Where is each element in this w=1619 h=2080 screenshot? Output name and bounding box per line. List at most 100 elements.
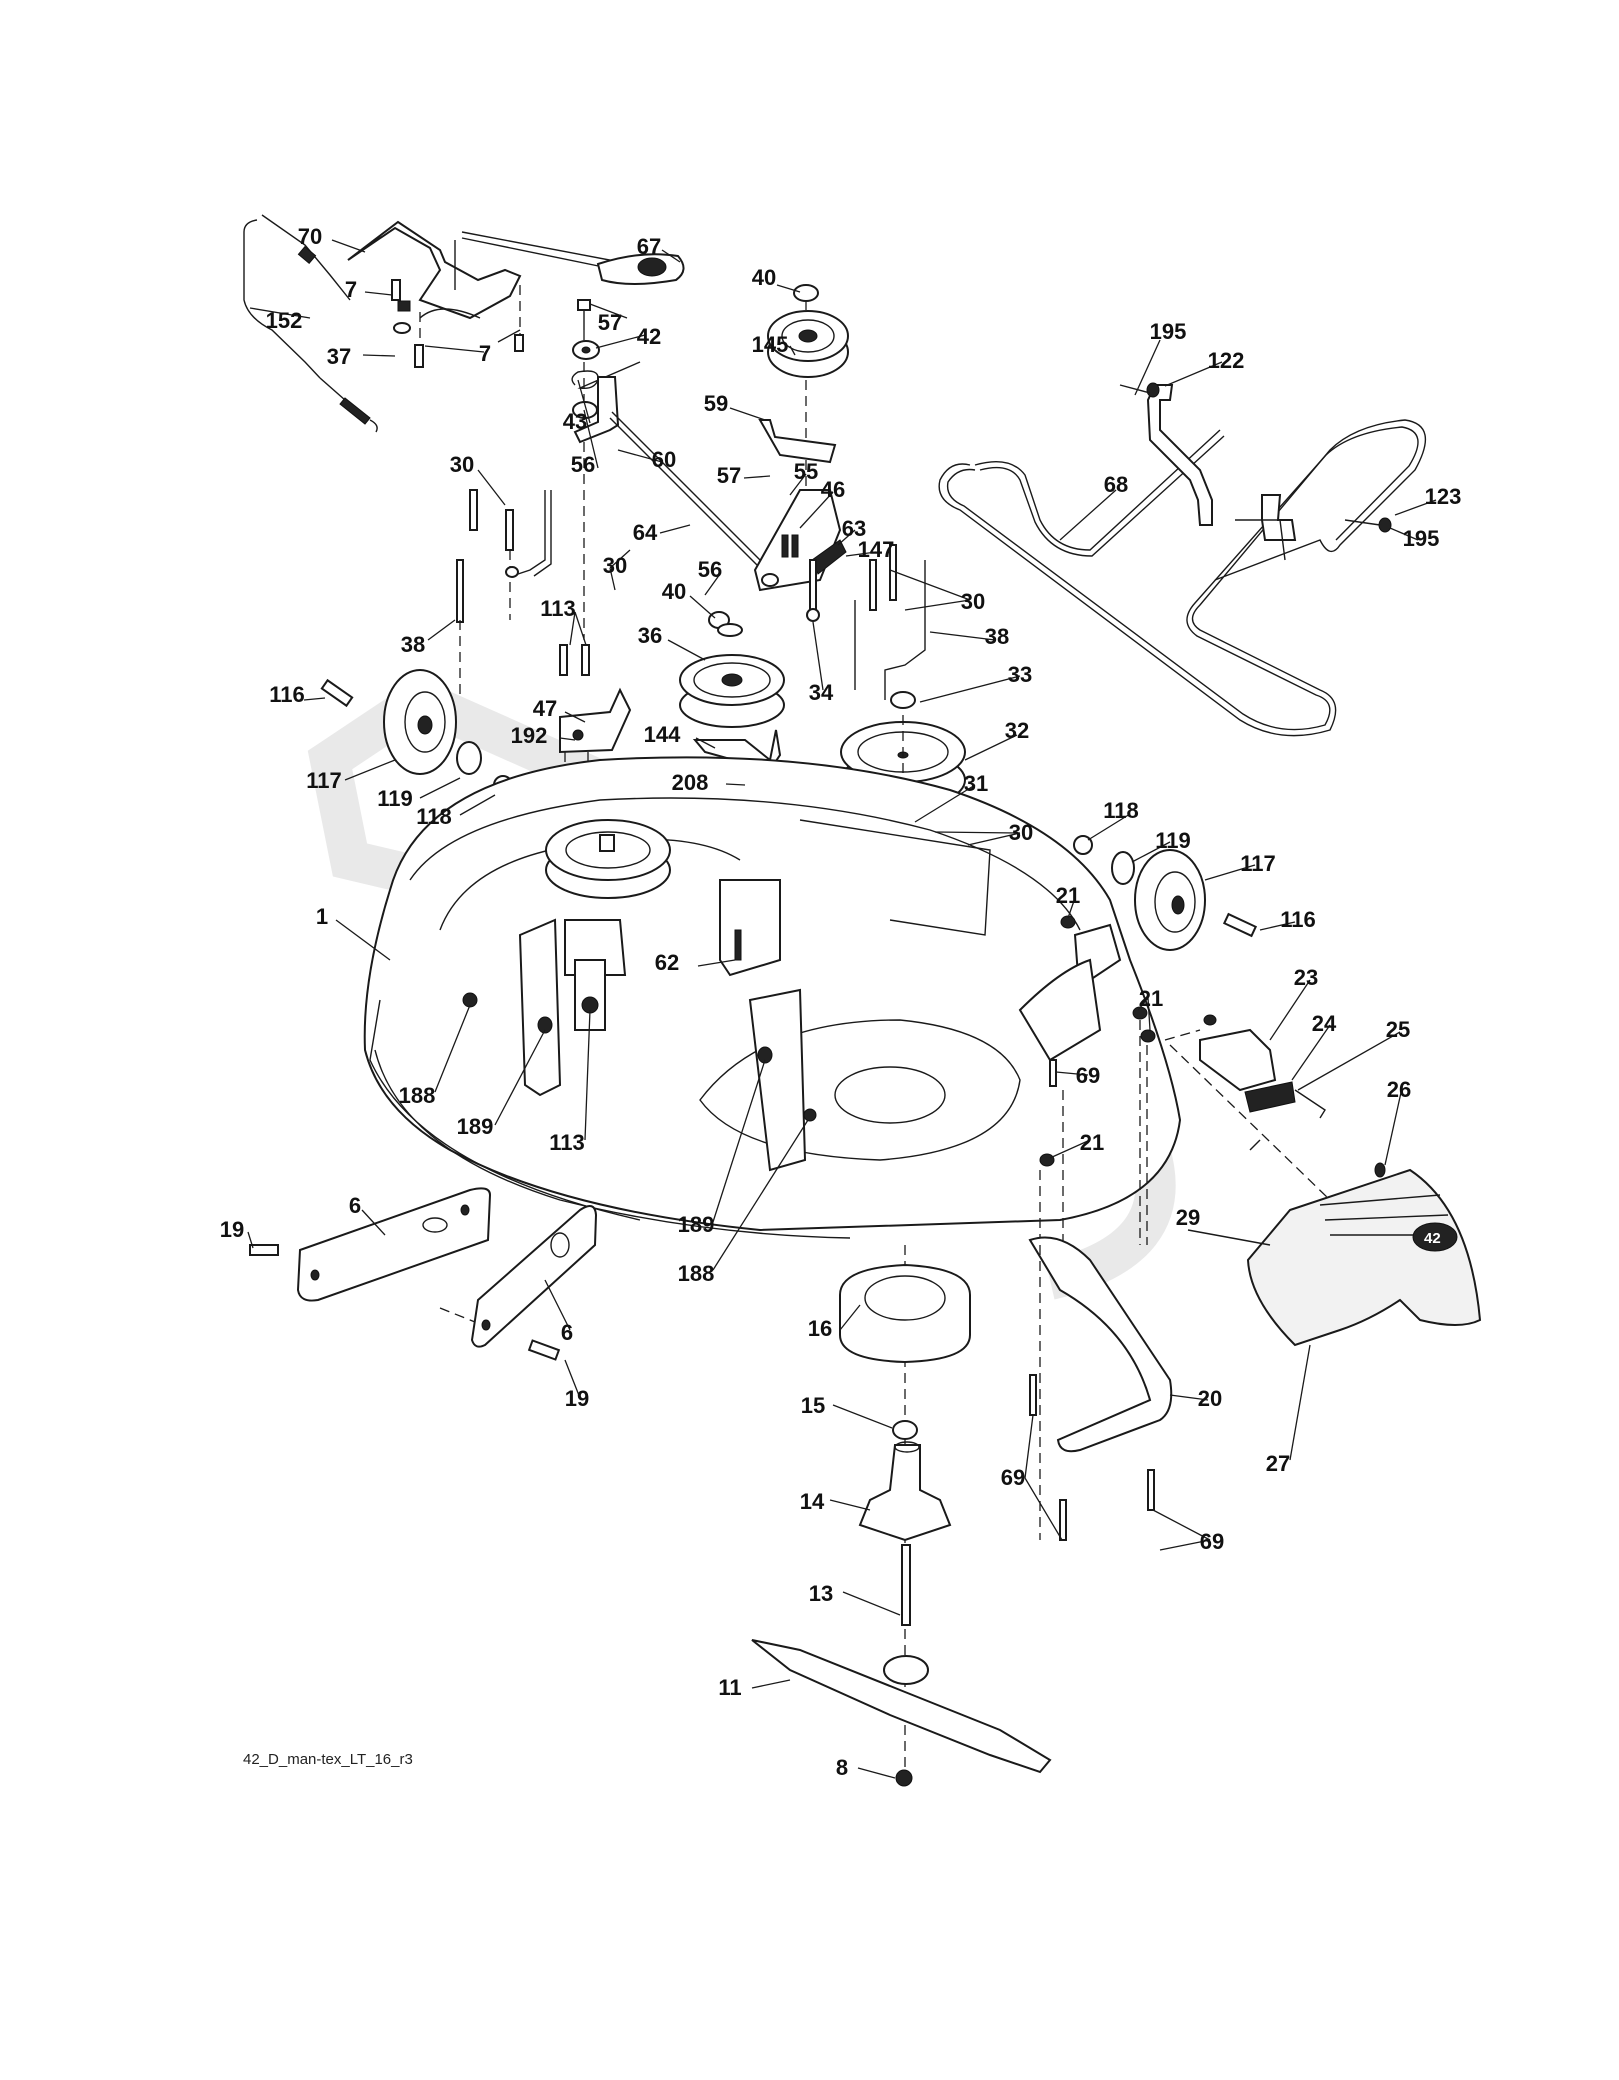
- callout-part-27[interactable]: 27: [1266, 1451, 1290, 1476]
- callout-part-122[interactable]: 122: [1208, 348, 1245, 373]
- discharge-chute: 42: [1187, 1168, 1482, 1347]
- lift-lever-assembly: [347, 220, 627, 368]
- callout-part-47[interactable]: 47: [533, 696, 557, 721]
- callout-part-33[interactable]: 33: [1008, 662, 1032, 687]
- callout-part-113[interactable]: 113: [549, 1130, 585, 1155]
- callout-part-208[interactable]: 208: [672, 770, 709, 795]
- callout-part-21[interactable]: 21: [1139, 986, 1163, 1011]
- callout-part-59[interactable]: 59: [704, 391, 728, 416]
- callout-part-31[interactable]: 31: [964, 771, 988, 796]
- callout-part-21[interactable]: 21: [1080, 1130, 1104, 1155]
- callout-part-30[interactable]: 30: [450, 452, 474, 477]
- callout-part-118[interactable]: 118: [416, 804, 452, 829]
- callout-part-29[interactable]: 29: [1176, 1205, 1200, 1230]
- callout-part-19[interactable]: 19: [565, 1386, 589, 1411]
- callout-part-30[interactable]: 30: [1009, 820, 1033, 845]
- callout-part-60[interactable]: 60: [652, 447, 676, 472]
- callout-part-62[interactable]: 62: [655, 950, 679, 975]
- callout-part-40[interactable]: 40: [752, 265, 776, 290]
- callout-part-117[interactable]: 117: [1240, 851, 1276, 876]
- callout-part-69[interactable]: 69: [1001, 1465, 1025, 1490]
- callout-part-118[interactable]: 118: [1103, 798, 1139, 823]
- callout-part-36[interactable]: 36: [638, 623, 662, 648]
- callout-part-6[interactable]: 6: [561, 1320, 573, 1345]
- drawing-code: 42_D_man-tex_LT_16_r3: [243, 1751, 413, 1768]
- callout-part-32[interactable]: 32: [1005, 718, 1029, 743]
- callout-part-64[interactable]: 64: [633, 520, 658, 545]
- callout-part-113[interactable]: 113: [540, 596, 576, 621]
- callout-part-56[interactable]: 56: [698, 557, 722, 582]
- callout-part-40[interactable]: 40: [662, 579, 686, 604]
- callout-part-69[interactable]: 69: [1200, 1529, 1224, 1554]
- idler-bracket-assembly: [571, 299, 771, 640]
- callout-part-123[interactable]: 123: [1425, 484, 1462, 509]
- callout-part-7[interactable]: 7: [345, 277, 357, 302]
- callout-part-188[interactable]: 188: [399, 1083, 436, 1108]
- callout-part-119[interactable]: 119: [377, 786, 413, 811]
- callout-part-117[interactable]: 117: [306, 768, 342, 793]
- callout-part-16[interactable]: 16: [808, 1316, 832, 1341]
- callout-part-69[interactable]: 69: [1076, 1063, 1100, 1088]
- callout-part-15[interactable]: 15: [801, 1393, 825, 1418]
- callout-part-1[interactable]: 1: [316, 904, 328, 929]
- callout-part-11[interactable]: 11: [718, 1675, 741, 1700]
- cover-67: [596, 253, 685, 285]
- callout-part-30[interactable]: 30: [961, 589, 985, 614]
- callout-part-68[interactable]: 68: [1104, 472, 1128, 497]
- callout-part-37[interactable]: 37: [327, 344, 351, 369]
- callout-part-70[interactable]: 70: [298, 224, 322, 249]
- belt-guides: [1119, 382, 1392, 561]
- callout-part-192[interactable]: 192: [511, 723, 548, 748]
- callout-part-25[interactable]: 25: [1386, 1017, 1410, 1042]
- callout-part-8[interactable]: 8: [836, 1755, 848, 1780]
- right-brackets: [1018, 915, 1331, 1245]
- spindle-stack: [751, 1245, 1052, 1787]
- callout-part-116[interactable]: 116: [269, 682, 305, 707]
- callout-part-145[interactable]: 145: [752, 332, 789, 357]
- idler-arm-bracket: [753, 489, 847, 592]
- callout-part-20[interactable]: 20: [1198, 1386, 1222, 1411]
- callout-part-46[interactable]: 46: [821, 477, 845, 502]
- callout-part-26[interactable]: 26: [1387, 1077, 1411, 1102]
- callout-part-42[interactable]: 42: [637, 324, 661, 349]
- callout-part-67[interactable]: 67: [637, 234, 661, 259]
- callout-part-6[interactable]: 6: [349, 1193, 361, 1218]
- callout-part-13[interactable]: 13: [809, 1581, 833, 1606]
- callout-part-56[interactable]: 56: [571, 452, 595, 477]
- drive-belt-68: [938, 419, 1427, 737]
- callout-part-189[interactable]: 189: [678, 1212, 715, 1237]
- callout-part-24[interactable]: 24: [1312, 1011, 1337, 1036]
- callout-part-116[interactable]: 116: [1280, 907, 1316, 932]
- callout-part-57[interactable]: 57: [717, 463, 741, 488]
- callout-part-55[interactable]: 55: [794, 459, 818, 484]
- callout-part-19[interactable]: 19: [220, 1217, 244, 1242]
- leader-lines: [247, 239, 1437, 1779]
- callout-part-57[interactable]: 57: [598, 310, 622, 335]
- idler-pulley-36: [679, 559, 820, 772]
- callout-part-188[interactable]: 188: [678, 1261, 715, 1286]
- callout-part-63[interactable]: 63: [842, 516, 866, 541]
- gauge-wheel-right: [1073, 835, 1258, 951]
- callout-part-14[interactable]: 14: [800, 1489, 825, 1514]
- spring-25: [1244, 1081, 1386, 1178]
- control-cable: [243, 214, 411, 433]
- callout-part-21[interactable]: 21: [1056, 883, 1080, 908]
- callout-part-30[interactable]: 30: [603, 553, 627, 578]
- callout-part-147[interactable]: 147: [858, 537, 895, 562]
- callout-part-43[interactable]: 43: [563, 409, 587, 434]
- callout-part-195[interactable]: 195: [1403, 526, 1440, 551]
- callout-part-38[interactable]: 38: [985, 624, 1009, 649]
- callout-part-7[interactable]: 7: [479, 341, 491, 366]
- callout-part-195[interactable]: 195: [1150, 319, 1187, 344]
- callout-part-152[interactable]: 152: [266, 308, 303, 333]
- deflector-20: [1028, 1236, 1173, 1541]
- callout-part-34[interactable]: 34: [809, 680, 834, 705]
- callout-part-119[interactable]: 119: [1155, 828, 1191, 853]
- callout-part-144[interactable]: 144: [644, 722, 681, 747]
- callout-part-23[interactable]: 23: [1294, 965, 1318, 990]
- lift-arm-6-upper: [249, 1187, 492, 1302]
- callout-part-38[interactable]: 38: [401, 632, 425, 657]
- callout-part-189[interactable]: 189: [457, 1114, 494, 1139]
